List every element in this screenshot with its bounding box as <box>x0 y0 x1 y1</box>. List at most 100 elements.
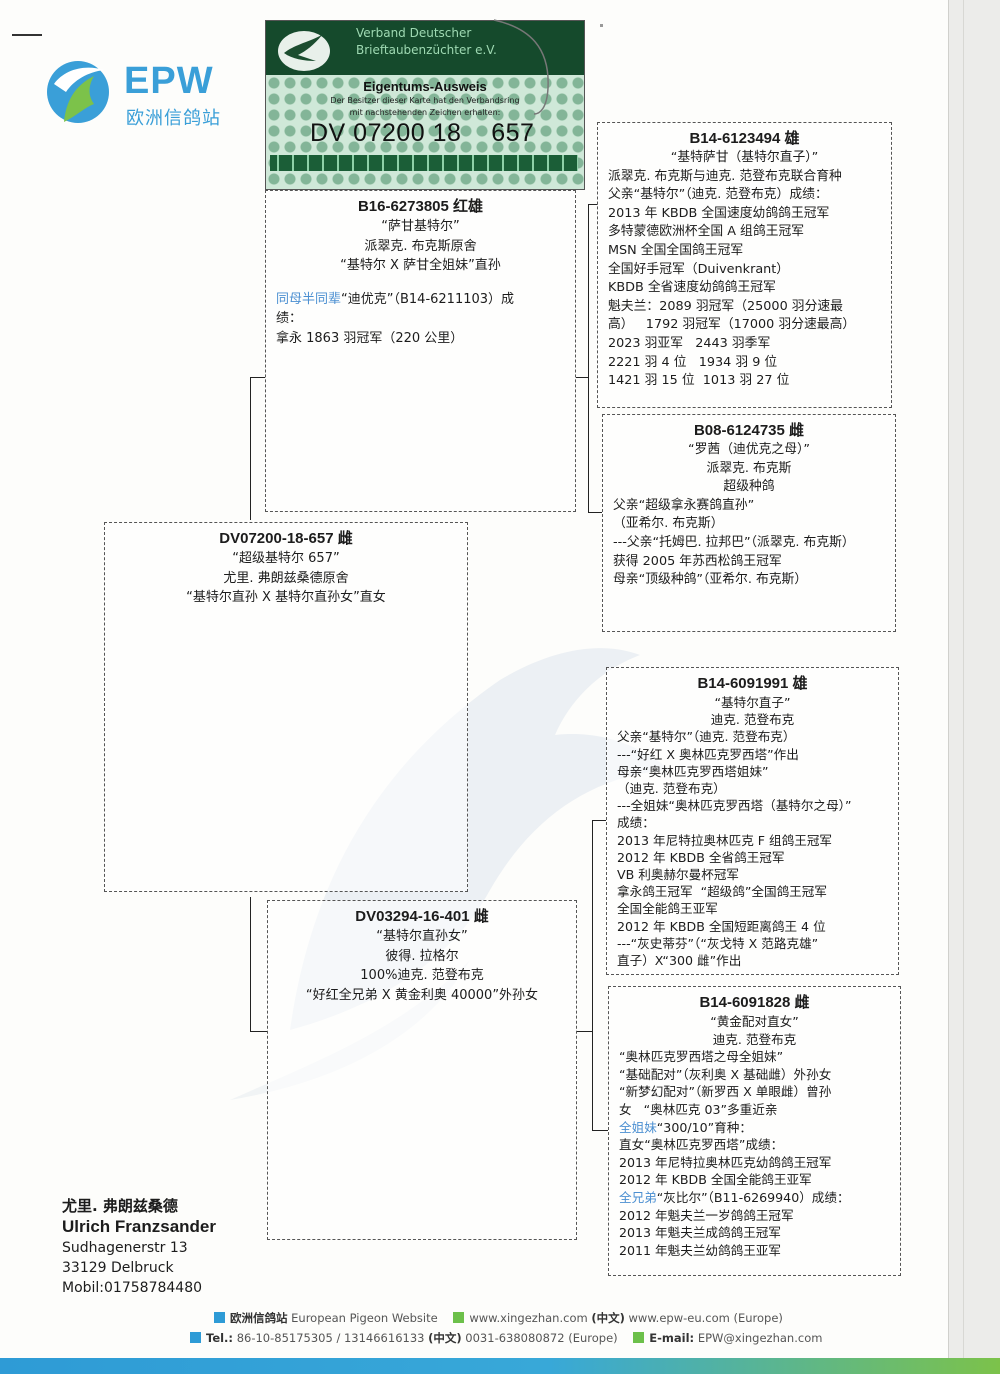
card-body: Eigentums-Ausweis Der Besitzer dieser Ka… <box>266 79 584 118</box>
connector-line <box>250 897 251 1031</box>
owner-name-cn: 尤里. 弗朗兹桑德 <box>62 1197 178 1215</box>
connector-line <box>250 377 251 520</box>
connector-line <box>588 204 598 205</box>
breeder-line: 尤里. 弗朗兹桑德原舍 <box>223 570 349 586</box>
sibling-label: 全兄弟 <box>619 1189 657 1205</box>
connector-line <box>592 1130 608 1131</box>
record-line: 父亲“基特尔”（迪克. 范登布克） <box>617 729 796 745</box>
pedigree-box-dam-sire: B14-6091991 雄 “基特尔直子” 迪克. 范登布克 父亲“基特尔”（迪… <box>606 667 899 975</box>
pedigree-box-sire-dam: B08-6124735 雌 “罗茜（迪优克之母）” 派翠克. 布克斯 超级种鸽 … <box>602 414 896 632</box>
connector-line <box>250 1031 267 1032</box>
green-square-icon <box>633 1332 645 1343</box>
record-line: （亚希尔. 布克斯） <box>613 516 724 532</box>
ring-number: B16-6273805 红雄 <box>357 198 484 215</box>
card-clip-wire <box>493 19 549 115</box>
bottom-color-bar <box>0 1358 1000 1374</box>
record-line: （迪克. 范登布克） <box>617 781 726 797</box>
page-edge <box>948 0 1000 1374</box>
tel-cn: 86-10-85175305 / 13146616133 <box>236 1331 425 1345</box>
sibling-text: “300/10”育种： <box>656 1119 752 1135</box>
pedigree-box-dam: DV03294-16-401 雌 “基特尔直孙女” 彼得. 拉格尔 100%迪克… <box>267 900 577 1240</box>
record-line: 2221 羽 4 位 1934 羽 9 位 <box>608 354 778 370</box>
blue-square-icon <box>190 1332 201 1343</box>
card-org-line1: Verband Deutscher <box>356 26 472 40</box>
record-line: 2012 年 KBDB 全国全能鸽王亚军 <box>619 1172 812 1188</box>
card-subtitle-2: mit nachstehenden Zeichen erhalten: <box>349 108 501 117</box>
record-list: 父亲“超级拿永赛鸽直孙”（亚希尔. 布克斯）---父亲“托姆巴. 拉邦巴”（派翠… <box>613 497 885 590</box>
sibling-text: “灰比尔”（B11-6269940）成绩： <box>656 1189 850 1205</box>
website-cn-link[interactable]: www.xingezhan.com <box>469 1311 588 1325</box>
record-line: “新梦幻配对”（新罗西 X 单眼雌）曾孙 <box>619 1084 832 1100</box>
bloodline-line: 100%迪克. 范登布克 <box>360 968 484 984</box>
record-line: ---“灰史蒂芬”（“灰戈特 X 范路克雄” <box>617 935 819 951</box>
sibling-label: 全姐妹 <box>619 1119 657 1135</box>
record-list: “奥林匹克罗西塔之母全姐妹”“基础配对”（灰利奥 X 基础雌）外孙女“新梦幻配对… <box>619 1048 890 1118</box>
owner-name-en: Ulrich Franzsander <box>62 1217 216 1236</box>
breeder-line: 彼得. 拉格尔 <box>385 948 459 964</box>
green-square-icon <box>453 1312 465 1323</box>
connector-line <box>576 377 589 378</box>
owner-address: 尤里. 弗朗兹桑德 Ulrich Franzsander Sudhageners… <box>62 1196 216 1298</box>
card-ring-number: DV 07200 18 657 <box>310 119 535 147</box>
owner-street: Sudhagenerstr 13 <box>62 1240 188 1256</box>
owner-city: 33129 Delbruck <box>62 1260 174 1276</box>
footer-contact-row: Tel.: 86-10-85175305 / 13146616133 (中文) … <box>190 1328 834 1348</box>
scan-mark <box>12 34 42 36</box>
record-line: 直子）X“300 雌”作出 <box>617 953 742 969</box>
breeder-line: 迪克. 范登布克 <box>710 712 795 728</box>
record-line: 获得 2005 年苏西松鸽王冠军 <box>613 553 782 569</box>
pedigree-box-subject: DV07200-18-657 雌 “超级基特尔 657” 尤里. 弗朗兹桑德原舍… <box>104 522 468 892</box>
epw-logo: EPW 欧洲信鸽站 <box>44 56 244 130</box>
pedigree-box-sire: B16-6273805 红雄 “萨甘基特尔” 派翠克. 布克斯原舍 “基特尔 X… <box>265 190 576 512</box>
sibling-text: “迪优克”（B14-6211103）成 <box>341 291 515 307</box>
record-line: “奥林匹克罗西塔之母全姐妹” <box>619 1049 784 1065</box>
sibling-line: 同母半同辈“迪优克”（B14-6211103）成 <box>276 290 565 310</box>
connector-line <box>250 377 265 378</box>
pigeon-name: “基特萨甘（基特尔直子）” <box>670 150 819 165</box>
ring-number: DV07200-18-657 雌 <box>219 530 353 547</box>
card-border-band <box>270 155 578 171</box>
record-line: 母亲“顶级种鸽”（亚希尔. 布克斯） <box>613 572 808 588</box>
record-line: 全国好手冠军（Duivenkrant） <box>608 261 790 277</box>
record-line: 女 “奥林匹克 03”多重近亲 <box>619 1101 778 1117</box>
record-line: 2013 年尼特拉奥林匹克幼鸽鸽王冠军 <box>619 1154 832 1170</box>
ownership-card: Verband Deutscher Brieftaubenzüchter e.V… <box>265 20 585 190</box>
email-link[interactable]: EPW@xingezhan.com <box>697 1331 823 1345</box>
pigeon-name: “罗茜（迪优克之母）” <box>687 442 811 457</box>
record-list: 派翠克. 布克斯与迪克. 范登布克联合育种父亲“基特尔”（迪克. 范登布克）成绩… <box>608 168 881 391</box>
sibling-text-cont: 绩： <box>276 311 303 327</box>
breeder-line: 迪克. 范登布克 <box>712 1031 797 1047</box>
breeder-line: 派翠克. 布克斯 <box>706 460 792 476</box>
ring-number: B14-6091828 雌 <box>699 994 810 1011</box>
sibling-line: 全姐妹“300/10”育种： <box>619 1119 890 1137</box>
record-list: 父亲“基特尔”（迪克. 范登布克）---“好红 X 奥林匹克罗西塔”作出母亲“奥… <box>617 728 888 969</box>
pedigree-box-sire-sire: B14-6123494 雄 “基特萨甘（基特尔直子）” 派翠克. 布克斯与迪克.… <box>597 122 892 408</box>
record-line: 直女“奥林匹克罗西塔”成绩： <box>619 1137 784 1153</box>
page-fold <box>963 0 964 1374</box>
sibling-label: 同母半同辈 <box>276 291 342 307</box>
record-line: MSN 全国全国鸽王冠军 <box>608 242 744 258</box>
website-cn-tag: (中文) <box>591 1311 625 1325</box>
record-line: 2012 年 KBDB 全国短距离鸽王 4 位 <box>617 918 826 934</box>
connector-line <box>592 820 606 821</box>
brand-name: EPW <box>124 60 214 102</box>
card-subtitle-1: Der Besitzer dieser Karte hat den Verban… <box>330 96 520 105</box>
pedigree-box-dam-dam: B14-6091828 雌 “黄金配对直女” 迪克. 范登布克 “奥林匹克罗西塔… <box>608 986 901 1276</box>
record-line: 多特蒙德欧洲杯全国 A 组鸽王冠军 <box>608 224 805 240</box>
record-line: 高） 1792 羽冠军（17000 羽分速最高） <box>608 317 856 333</box>
epw-logo-icon <box>47 61 109 123</box>
record-line: ---“好红 X 奥林匹克罗西塔”作出 <box>617 746 799 762</box>
record-line: 母亲“奥林匹克罗西塔姐妹” <box>617 763 769 779</box>
sibling-line: 全兄弟“灰比尔”（B11-6269940）成绩： <box>619 1189 890 1207</box>
record-line: 2023 羽亚军 2443 羽季军 <box>608 335 771 351</box>
connector-line <box>592 820 593 1130</box>
note-line: 超级种鸽 <box>723 479 775 495</box>
website-eu-link[interactable]: www.epw-eu.com (Europe) <box>628 1311 783 1325</box>
blue-square-icon <box>214 1312 225 1323</box>
record-line: ---父亲“托姆巴. 拉邦巴”（派翠克. 布克斯） <box>613 534 855 550</box>
record-line: 派翠克. 布克斯与迪克. 范登布克联合育种 <box>608 168 842 184</box>
record-line: ---全姐妹“奥林匹克罗西塔（基特尔之母）” <box>617 798 852 814</box>
record-line: 2012 年魁夫兰一岁鸽鸽王冠军 <box>619 1207 794 1223</box>
tel-label: Tel.: <box>206 1331 234 1345</box>
